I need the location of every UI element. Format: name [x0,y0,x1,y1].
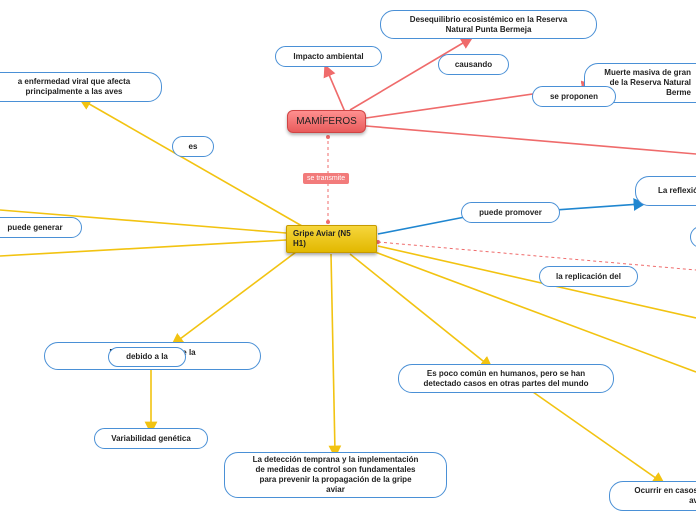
link-dashed-right [377,241,696,271]
node-ocurrir-casos[interactable]: Ocurrir en casos av [609,481,696,511]
node-poco-comun[interactable]: Es poco común en humanos, pero se han de… [398,364,614,393]
link-label-se-transmite[interactable]: se transmite [303,173,350,184]
link-label-es[interactable]: es [172,136,214,157]
link-right-1 [377,245,696,319]
mamiferos-label: MAMÍFEROS [296,116,357,127]
link-to-poco-comun [349,253,493,370]
node-desequilibrio[interactable]: Desequilibrio ecosistémico en la Reserva… [380,10,597,39]
link-label-debido-a-la[interactable]: debido a la [108,347,186,367]
link-to-ocurrir [532,391,666,485]
link-left-1 [0,209,287,234]
link-label-causando[interactable]: causando [438,54,509,75]
link-to-enfermedad [78,97,303,227]
link-to-desequilibrio [349,36,474,111]
node-impacto-ambiental[interactable]: Impacto ambiental [275,46,382,67]
link-left-2 [0,239,287,257]
node-variabilidad-genetica[interactable]: Variabilidad genética [94,428,208,449]
link-right-2 [374,251,696,373]
node-deteccion-temprana[interactable]: La detección temprana y la implementació… [224,452,447,498]
link-to-impacto [323,64,346,113]
link-label-replicacion[interactable]: la replicación del [539,266,638,287]
central-node-gripe-aviar[interactable]: Gripe Aviar (N5 H1) [286,225,377,253]
link-label-puede-generar[interactable]: puede generar [0,217,82,238]
node-enfermedad-viral[interactable]: a enfermedad viral que afecta principalm… [0,72,162,102]
link-to-existen [170,251,297,346]
link-label-se-proponen[interactable]: se proponen [532,86,616,107]
mamiferos-node[interactable]: MAMÍFEROS [287,110,366,133]
link-label-puede-promover[interactable]: puede promover [461,202,560,223]
node-reflexion[interactable]: La reflexió [635,176,696,206]
link-to-deteccion [328,253,342,459]
link-right-red [365,125,696,155]
